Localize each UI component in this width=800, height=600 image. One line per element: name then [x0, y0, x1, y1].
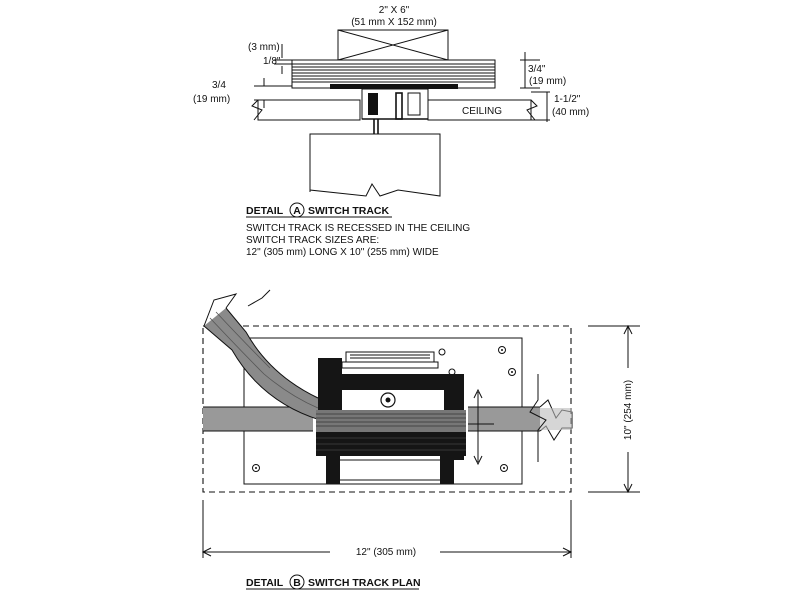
plate-mm-label: (3 mm): [248, 42, 280, 53]
height-dim-label: 10" (254 mm): [623, 380, 634, 440]
width-dimension: [201, 500, 573, 558]
ceiling-label: CEILING: [462, 106, 502, 117]
detail-b-plan: 12" (305 mm) 10" (254 mm) DETAIL B SWITC…: [201, 289, 640, 590]
dim-lines-right: [520, 52, 550, 122]
travel-arrow: [468, 388, 494, 466]
detail-a-caption-suffix: SWITCH TRACK: [308, 205, 389, 217]
beam-dim-metric-label: (51 mm X 152 mm): [351, 17, 437, 28]
switch-deck: [316, 410, 466, 484]
detail-a-note-1: SWITCH TRACK IS RECESSED IN THE CEILING: [246, 223, 470, 234]
detail-b-caption-prefix: DETAIL: [246, 577, 284, 589]
detail-a-note-3: 12" (305 mm) LONG X 10" (255 mm) WIDE: [246, 247, 439, 258]
detail-a-caption: DETAIL A SWITCH TRACK: [246, 202, 392, 218]
ceiling-mm-label: (40 mm): [552, 107, 589, 118]
ceiling-in-label: 1-1/2": [554, 94, 581, 105]
detail-b-letter: B: [293, 577, 301, 589]
left-mm-label: (19 mm): [193, 94, 230, 105]
detail-b-caption: DETAIL B SWITCH TRACK PLAN: [246, 574, 421, 590]
beam-dim-label: 2" X 6": [379, 5, 410, 16]
track-rail: [361, 88, 429, 134]
motor-housing: [341, 351, 439, 369]
detail-a-section: 2" X 6" (51 mm X 152 mm) CEILING: [193, 5, 589, 258]
straight-track: [203, 399, 573, 441]
detail-a-caption-prefix: DETAIL: [246, 205, 284, 217]
right-in-label: 3/4": [528, 64, 546, 75]
left-in-label: 3/4: [212, 80, 226, 91]
dim-lines-left: [254, 44, 300, 108]
width-dim-label: 12" (305 mm): [356, 547, 416, 558]
height-dimension: [588, 324, 640, 494]
break-line: [529, 374, 547, 462]
beam-2x6: [337, 29, 449, 61]
detail-a-note-2: SWITCH TRACK SIZES ARE:: [246, 235, 379, 246]
hanging-panel: [309, 133, 441, 197]
mounting-board: [291, 59, 496, 89]
detail-a-letter: A: [293, 205, 301, 217]
plate-in-label: 1/8": [263, 56, 281, 67]
detail-b-caption-suffix: SWITCH TRACK PLAN: [308, 577, 421, 589]
curved-track: [203, 289, 321, 421]
right-mm-label: (19 mm): [529, 76, 566, 87]
